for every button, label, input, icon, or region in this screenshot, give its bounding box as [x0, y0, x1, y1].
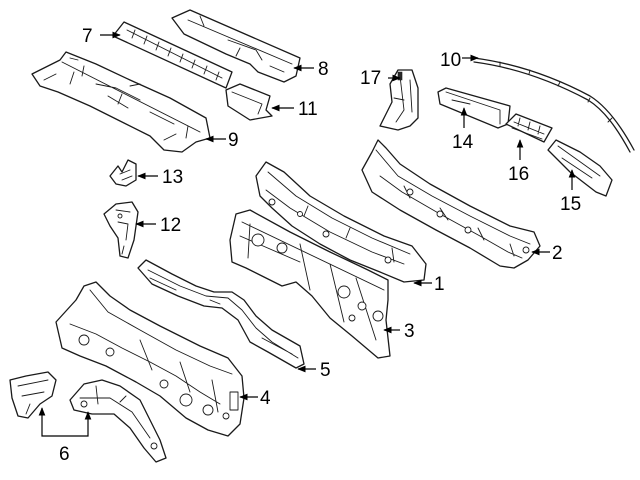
callout-4: 4: [260, 388, 271, 409]
part-11-bracket: [225, 83, 273, 121]
callouts: 7 8 9 10 11 12 13 14 15 16 17 1 2 3 4 5 …: [59, 26, 581, 465]
part-17-bracket: [379, 69, 419, 131]
callout-13: 13: [162, 167, 183, 188]
callout-8: 8: [318, 59, 329, 80]
callout-2: 2: [552, 243, 563, 264]
callout-7: 7: [82, 26, 93, 47]
callout-10: 10: [440, 50, 461, 71]
callout-14: 14: [452, 132, 474, 153]
part-16-grille: [505, 113, 553, 143]
part-13-clip: [109, 159, 137, 187]
callout-6: 6: [59, 444, 70, 465]
part-12-bracket: [103, 201, 139, 259]
part-14-cover: [437, 87, 511, 129]
part-9-crossmember: [31, 51, 211, 153]
callout-11: 11: [298, 99, 318, 120]
leader-lines: [38, 31, 576, 437]
callout-12: 12: [160, 215, 181, 236]
callout-5: 5: [320, 360, 331, 381]
callout-3: 3: [404, 321, 415, 342]
callout-16: 16: [508, 164, 529, 185]
part-8-cover: [171, 9, 301, 83]
part-6-bracket-right: [69, 379, 167, 463]
part-15-cover: [547, 139, 613, 197]
part-3-firewall: [229, 209, 391, 359]
callout-9: 9: [228, 130, 239, 151]
part-2-cowl: [361, 139, 541, 269]
part-10-seal: [473, 57, 635, 153]
part-7-strip: [112, 21, 233, 89]
callout-17: 17: [360, 68, 381, 89]
callout-1: 1: [434, 274, 445, 295]
callout-15: 15: [560, 194, 581, 215]
part-1-firewall: [255, 161, 427, 283]
part-6-bracket-left: [9, 371, 57, 419]
part-5-rail: [137, 259, 305, 369]
